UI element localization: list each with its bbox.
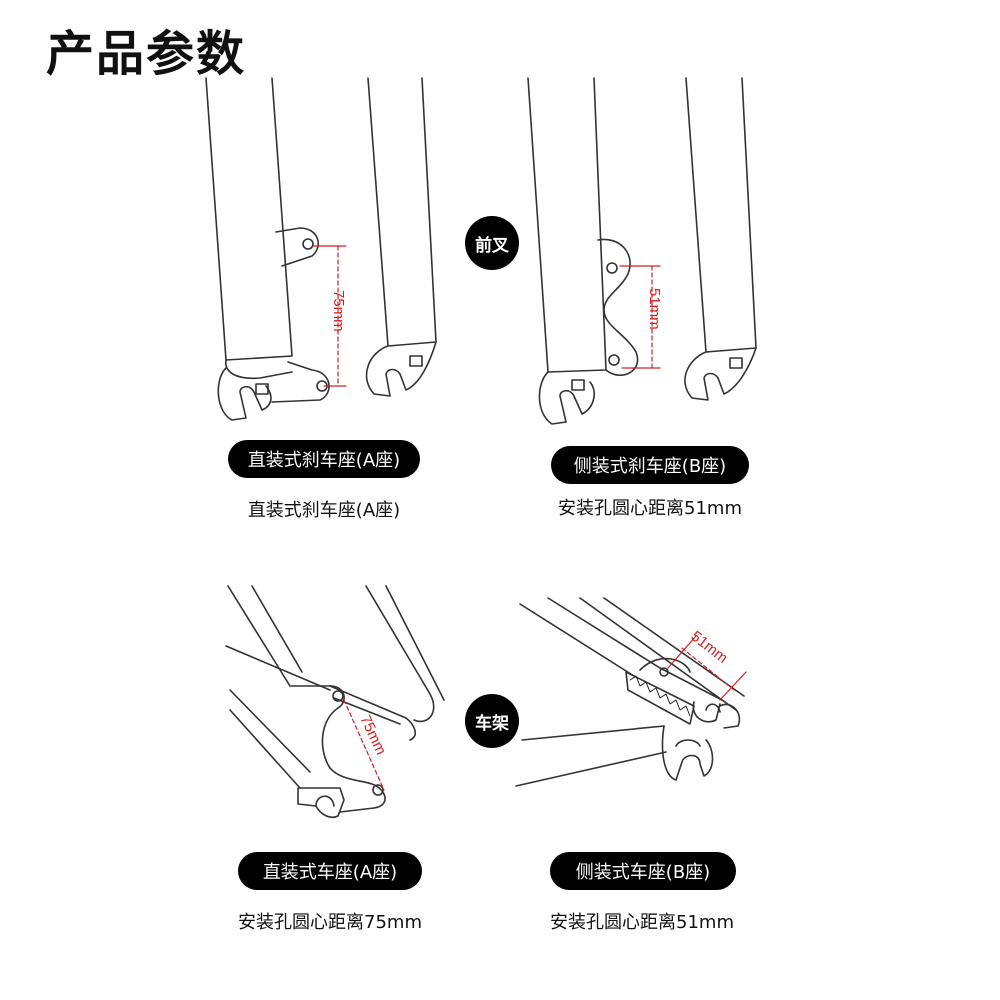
fork-b-badge: 侧装式刹车座(B座) (551, 446, 749, 484)
frame-b-caption: 安装孔圆心距离51mm (550, 912, 734, 933)
frame-a-dimension-label: 75mm (356, 713, 389, 758)
frame-b-drawing (515, 597, 745, 787)
frame-a-caption: 安装孔圆心距离75mm (238, 912, 422, 933)
fork-a-badge: 直装式刹车座(A座) (228, 440, 420, 478)
fork-a-caption: 直装式刹车座(A座) (247, 500, 401, 521)
fork-a-dimension-label: 75mm (330, 290, 347, 332)
frame-a-drawing (225, 585, 445, 819)
page-title: 产品参数 (46, 26, 247, 82)
fork-b-caption: 安装孔圆心距离51mm (558, 498, 742, 519)
fork-b-drawing (527, 77, 757, 425)
frame-b-badge: 侧装式车座(B座) (550, 852, 736, 890)
fork-b-dimension-label: 51mm (646, 288, 663, 330)
fork-section-label: 前叉 (465, 216, 519, 270)
frame-a-badge: 直装式车座(A座) (238, 852, 422, 890)
frame-section-label: 车架 (465, 694, 519, 748)
fork-a-drawing (205, 77, 437, 421)
